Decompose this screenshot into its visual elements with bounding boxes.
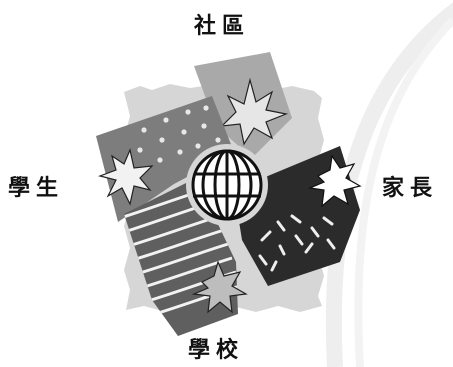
- starburst-icon: [220, 77, 289, 146]
- starburst-icon: [191, 260, 248, 314]
- label-parents: 家長: [382, 176, 439, 201]
- starburst-icon: [97, 148, 154, 206]
- globe-icon: [186, 144, 268, 226]
- background-arc-inner: [354, 17, 453, 367]
- label-school: 學校: [188, 338, 245, 363]
- label-students: 學生: [8, 176, 65, 201]
- label-community: 社區: [194, 14, 251, 39]
- panel-students-dots: [137, 105, 221, 163]
- starburst-icon: [307, 154, 362, 208]
- background-arc: [325, 2, 453, 367]
- panel-parents-dashes: [258, 214, 336, 272]
